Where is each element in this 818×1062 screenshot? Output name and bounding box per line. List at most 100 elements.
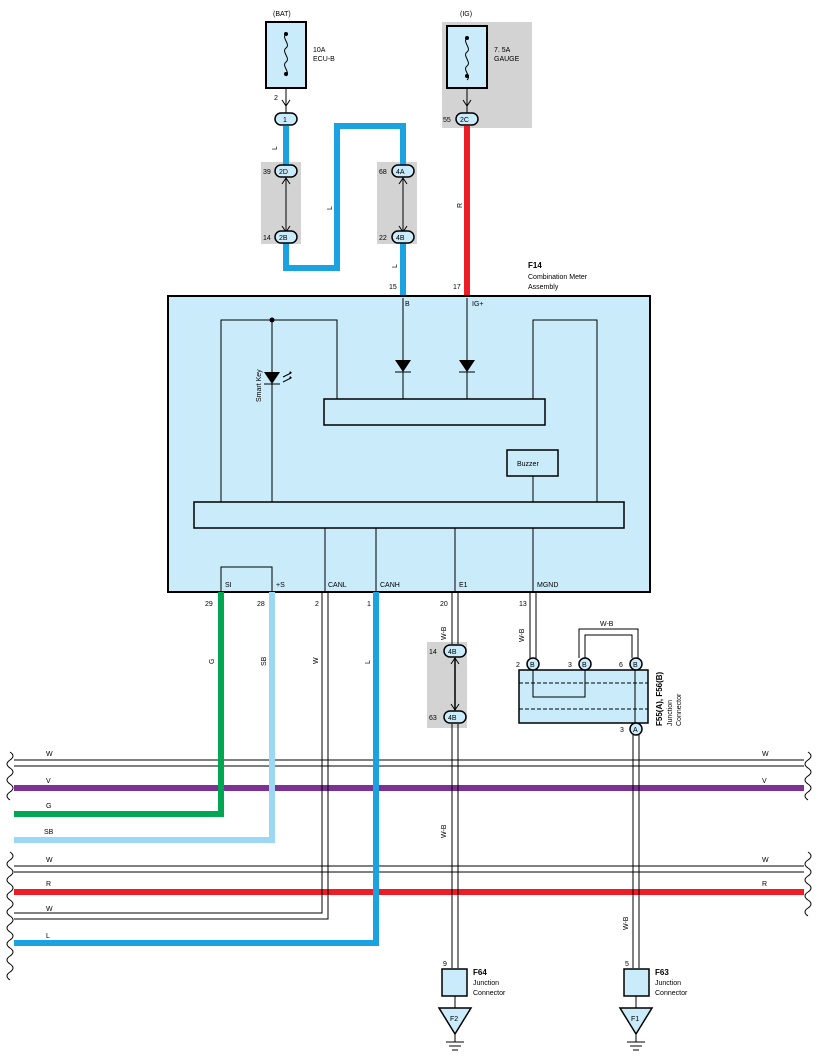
svg-text:1: 1: [283, 117, 287, 124]
fuse2-amp: 7. 5A: [494, 47, 511, 54]
svg-text:Junction: Junction: [667, 700, 674, 726]
svg-text:W-B: W-B: [441, 626, 448, 640]
svg-text:W-B: W-B: [623, 916, 630, 930]
svg-text:W: W: [46, 751, 53, 758]
svg-text:L: L: [46, 933, 50, 940]
svg-text:F55(A), F56(B): F55(A), F56(B): [655, 671, 664, 726]
meter-id: F14: [528, 261, 542, 270]
svg-text:15: 15: [389, 284, 397, 291]
ground-f63-f1: 5 F63 Junction Connector F1: [618, 961, 688, 1051]
svg-text:CANH: CANH: [380, 582, 400, 589]
connector-4b-e1-upper: 14 4B: [429, 644, 467, 658]
ig-fuse: (IG) 7. 5A GAUGE: [442, 11, 532, 128]
meter-ic-upper: [323, 398, 546, 426]
svg-text:SI: SI: [225, 582, 232, 589]
svg-text:2C: 2C: [460, 117, 469, 124]
svg-text:F63: F63: [655, 968, 669, 977]
bat-fuse: (BAT) 10A ECU-B: [265, 11, 335, 89]
buzzer-box: [506, 449, 559, 477]
buzzer-label: Buzzer: [517, 461, 539, 468]
meter-ic-lower: [193, 501, 625, 529]
svg-text:G: G: [46, 803, 51, 810]
svg-text:4B: 4B: [396, 235, 405, 242]
svg-text:MGND: MGND: [537, 582, 558, 589]
svg-text:22: 22: [379, 235, 387, 242]
svg-text:Connector: Connector: [655, 990, 688, 997]
svg-text:W: W: [313, 657, 320, 664]
fuse2-name: GAUGE: [494, 56, 520, 63]
svg-text:W-B: W-B: [519, 628, 526, 642]
svg-text:39: 39: [263, 169, 271, 176]
svg-text:SB: SB: [44, 829, 54, 836]
svg-text:B: B: [582, 662, 587, 669]
svg-text:Junction: Junction: [655, 980, 681, 987]
ground-f64-f2: 9 F64 Junction Connector F2: [437, 961, 506, 1051]
svg-text:Junction: Junction: [473, 980, 499, 987]
svg-text:2: 2: [516, 662, 520, 669]
svg-text:5: 5: [625, 961, 629, 968]
svg-text:A: A: [633, 727, 638, 734]
svg-text:G: G: [209, 659, 216, 664]
svg-text:W-B: W-B: [441, 824, 448, 838]
svg-text:20: 20: [440, 601, 448, 608]
svg-text:28: 28: [257, 601, 265, 608]
ig-label: (IG): [460, 11, 472, 18]
svg-text:13: 13: [519, 601, 527, 608]
svg-text:L: L: [392, 264, 399, 268]
svg-text:F64: F64: [473, 968, 487, 977]
bus-lines: [6, 751, 812, 981]
svg-text:B: B: [530, 662, 535, 669]
svg-text:W-B: W-B: [600, 621, 614, 628]
svg-text:F2: F2: [450, 1016, 458, 1023]
connector-2d: 39 2D: [263, 164, 298, 178]
svg-text:3: 3: [620, 727, 624, 734]
svg-text:6: 6: [619, 662, 623, 669]
connector-2b: 14 2B: [263, 230, 298, 244]
svg-text:Connector: Connector: [676, 693, 683, 726]
svg-text:W: W: [46, 857, 53, 864]
connector-4b-top: 22 4B: [379, 230, 415, 244]
connector-1: 2 1: [274, 95, 298, 126]
svg-text:R: R: [457, 203, 464, 208]
connector-2c: 55 2C: [443, 112, 479, 126]
svg-text:B: B: [633, 662, 638, 669]
svg-text:17: 17: [453, 284, 461, 291]
svg-text:3: 3: [568, 662, 572, 669]
svg-text:55: 55: [443, 117, 451, 124]
meter-name2: Assembly: [528, 284, 559, 291]
svg-text:L: L: [365, 660, 372, 664]
svg-text:W: W: [762, 751, 769, 758]
svg-text:B: B: [405, 301, 410, 308]
junction-connector-f55-f56: W-B 2 B 3 B 6 B 3 A F55(A), F56(B) Junct…: [516, 621, 683, 736]
svg-text:9: 9: [443, 961, 447, 968]
svg-text:F1: F1: [631, 1016, 639, 1023]
svg-text:4A: 4A: [396, 169, 405, 176]
fuse1-name: ECU-B: [313, 56, 335, 63]
svg-text:SB: SB: [261, 656, 268, 666]
connector-4b-e1-lower: 63 4B: [429, 710, 467, 724]
svg-text:2B: 2B: [279, 235, 288, 242]
svg-text:Connector: Connector: [473, 990, 506, 997]
svg-text:E1: E1: [459, 582, 468, 589]
svg-text:2: 2: [315, 601, 319, 608]
svg-text:R: R: [762, 881, 767, 888]
svg-text:R: R: [46, 881, 51, 888]
svg-text:14: 14: [429, 649, 437, 656]
combination-meter: [167, 295, 651, 593]
svg-text:L: L: [272, 146, 279, 150]
svg-text:1: 1: [367, 601, 371, 608]
svg-text:68: 68: [379, 169, 387, 176]
svg-text:2D: 2D: [279, 169, 288, 176]
svg-text:V: V: [762, 778, 767, 785]
svg-text:W: W: [762, 857, 769, 864]
svg-text:4B: 4B: [448, 649, 457, 656]
svg-text:IG+: IG+: [472, 301, 483, 308]
svg-text:+S: +S: [276, 582, 285, 589]
svg-text:L: L: [327, 206, 334, 210]
svg-text:29: 29: [205, 601, 213, 608]
bat-label: (BAT): [273, 11, 291, 18]
svg-text:CANL: CANL: [328, 582, 347, 589]
smart-key-label: Smart Key: [256, 369, 263, 402]
fuse1-amp: 10A: [313, 47, 326, 54]
